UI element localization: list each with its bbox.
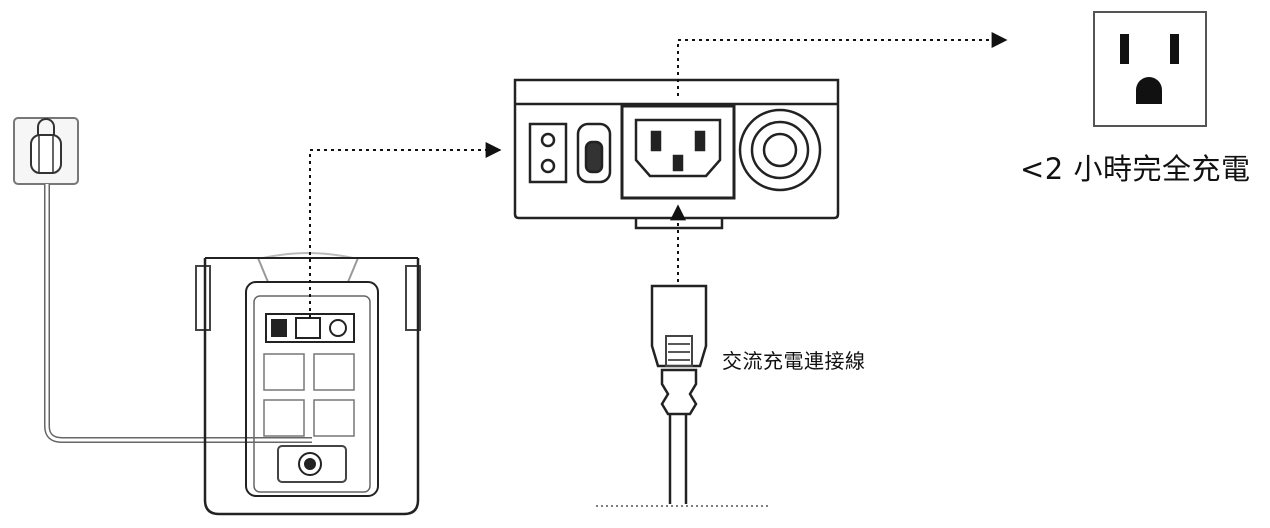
plug-icon: [13, 117, 79, 185]
ac-cable-label: 交流充電連接線: [722, 349, 866, 373]
ac-input-panel-icon: [513, 78, 840, 230]
power-station-icon: [195, 252, 421, 516]
charge-time-label: <2 小時完全充電: [1020, 152, 1251, 186]
connection-line-input: [309, 142, 502, 318]
wall-outlet-icon: [1093, 11, 1207, 127]
connection-line-outlet: [677, 32, 1008, 96]
power-cable: [44, 184, 312, 443]
ac-connector-icon: [650, 284, 708, 504]
